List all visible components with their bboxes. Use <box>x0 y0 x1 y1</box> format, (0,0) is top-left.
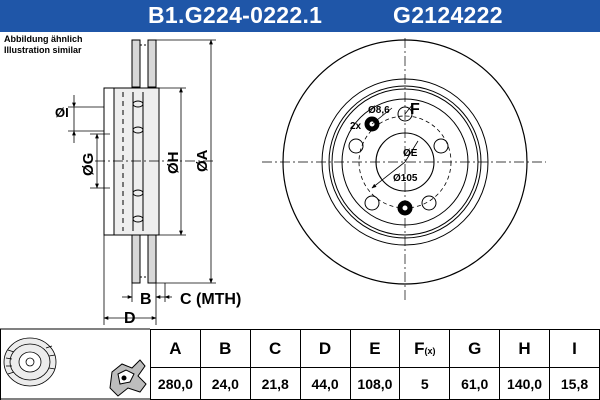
table-value-row: 280,0 24,0 21,8 44,0 108,0 5 61,0 140,0 … <box>150 367 600 400</box>
part-number: B1.G224-0222.1 <box>148 2 323 28</box>
value-d: 44,0 <box>299 367 351 400</box>
hole-diameter-label: Ø8,6 <box>368 105 390 116</box>
caliper-icon <box>109 359 147 397</box>
dim-label-c: C (MTH) <box>180 291 241 308</box>
note-line-en: Illustration similar <box>4 45 82 55</box>
header-g: G <box>449 329 501 368</box>
dim-label-a: ØA <box>194 149 211 172</box>
value-b: 24,0 <box>199 367 251 400</box>
header-f: F(x) <box>399 329 451 368</box>
dim-label-d: D <box>124 310 136 327</box>
disc-thumbnail-icon <box>3 337 57 387</box>
title-bar: B1.G224-0222.1 G2124222 <box>0 0 600 32</box>
reference-number: G2124222 <box>393 2 503 28</box>
header-d: D <box>299 329 351 368</box>
dim-label-i: ØI <box>55 105 69 120</box>
value-h: 140,0 <box>499 367 550 400</box>
table-frame <box>0 328 150 400</box>
header-c: C <box>249 329 301 368</box>
table-header-row: A B C D E F(x) G H I <box>150 329 600 368</box>
header-a: A <box>150 329 201 368</box>
pcd-label: Ø105 <box>393 173 418 184</box>
hole-count-label: 2x <box>350 121 362 132</box>
dimension-table: A B C D E F(x) G H I 280,0 24,0 21,8 44,… <box>150 329 600 400</box>
dim-label-b: B <box>140 291 152 308</box>
e-label: ØE <box>403 148 418 159</box>
illustration-note: Abbildung ähnlich Illustration similar <box>4 34 83 56</box>
value-c: 21,8 <box>249 367 301 400</box>
value-e: 108,0 <box>349 367 401 400</box>
disc-cross-section <box>95 39 215 284</box>
value-i: 15,8 <box>549 367 600 400</box>
header-e: E <box>349 329 401 368</box>
header-i: I <box>549 329 600 368</box>
dimension-lines <box>68 39 216 325</box>
header-b: B <box>199 329 251 368</box>
value-a: 280,0 <box>150 367 201 400</box>
dim-label-h: ØH <box>165 152 182 175</box>
dim-label-g: ØG <box>80 153 97 176</box>
disc-front-view <box>262 38 546 300</box>
f-label: F <box>410 101 420 118</box>
value-f: 5 <box>399 367 451 400</box>
value-g: 61,0 <box>449 367 501 400</box>
header-h: H <box>499 329 550 368</box>
note-line-de: Abbildung ähnlich <box>4 34 83 44</box>
